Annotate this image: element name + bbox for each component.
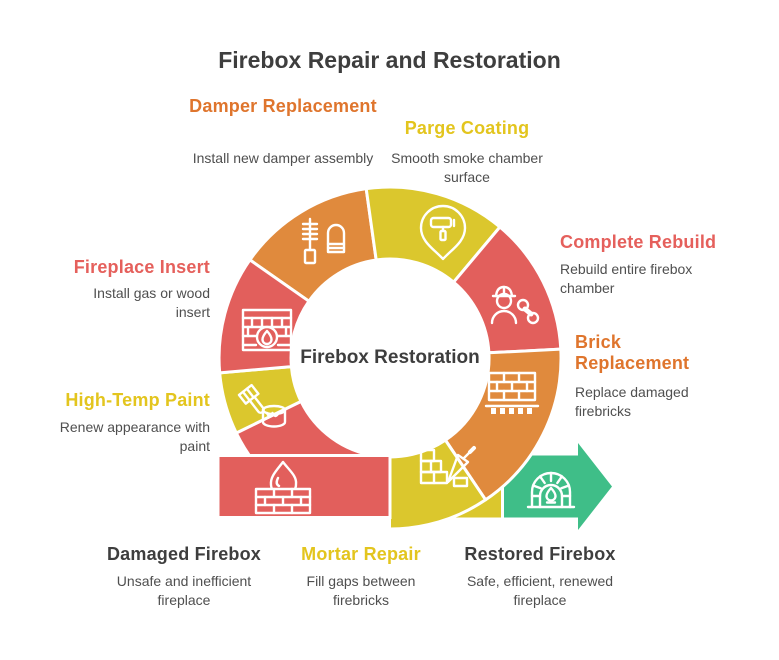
restored-fireplace-arch-icon: [526, 471, 576, 509]
brick-wall-icon: [484, 371, 540, 414]
step-heading-damaged-firebox: Damaged Firebox: [106, 544, 262, 564]
step-heading-parge-coating: Parge Coating: [404, 118, 530, 138]
page-title: Firebox Repair and Restoration: [218, 47, 561, 73]
step-description-fireplace-insert: Install gas or wood insert: [93, 285, 210, 321]
step-description-damaged-firebox: Unsafe and inefficient fireplace: [116, 573, 252, 609]
fireplace-insert-flame-icon: [241, 308, 293, 352]
step-heading-brick-replacement: Brick Replacement: [575, 332, 690, 374]
step-heading-restored-firebox: Restored Firebox: [464, 544, 616, 564]
paintbrush-and-can-icon: [237, 383, 287, 428]
step-description-mortar-repair: Fill gaps between firebricks: [306, 573, 416, 609]
worker-wrench-icon: [490, 285, 540, 325]
chimney-brush-damper-icon: [301, 217, 346, 265]
ring-center-label: Firebox Restoration: [300, 347, 480, 368]
paint-roller-pin-icon: [419, 204, 467, 261]
step-heading-fireplace-insert: Fireplace Insert: [73, 257, 210, 277]
step-description-brick-replacement: Replace damaged firebricks: [575, 384, 689, 420]
step-heading-complete-rebuild: Complete Rebuild: [560, 232, 717, 252]
step-description-complete-rebuild: Rebuild entire firebox chamber: [560, 261, 693, 297]
step-description-restored-firebox: Safe, efficient, renewed fireplace: [466, 573, 614, 609]
flame-over-bricks-icon: [254, 460, 312, 515]
step-heading-mortar-repair: Mortar Repair: [301, 544, 421, 564]
step-description-damper-replacement: Install new damper assembly: [192, 150, 374, 166]
step-heading-high-temp-paint: High-Temp Paint: [65, 390, 210, 410]
bricks-trowel-icon: [419, 446, 476, 488]
step-description-parge-coating: Smooth smoke chamber surface: [391, 150, 543, 186]
step-description-high-temp-paint: Renew appearance with paint: [59, 419, 210, 455]
step-heading-damper-replacement: Damper Replacement: [189, 96, 377, 116]
bar-underside-mask: [295, 517, 391, 534]
